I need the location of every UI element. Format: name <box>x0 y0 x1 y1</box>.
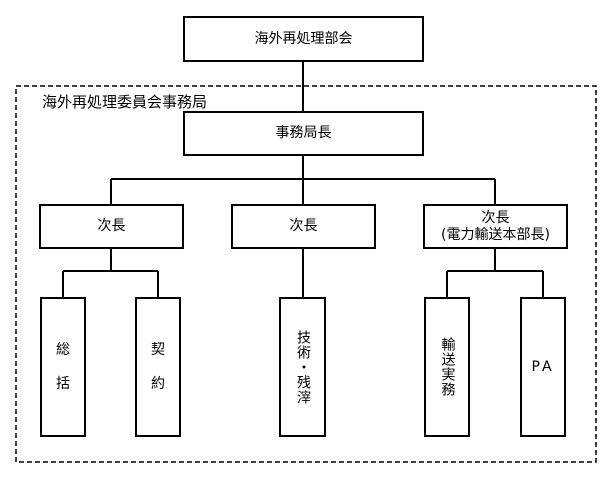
top-committee-label: 海外再処理部会 <box>254 30 353 47</box>
deputy-label-1: 次長 <box>97 218 126 234</box>
deputy-label-3: 次長 <box>481 209 510 226</box>
director-label: 事務局長 <box>275 125 332 141</box>
deputy-box-1: 次長 <box>39 204 184 249</box>
unit-label-technical: 技術・残滓 <box>295 329 311 405</box>
top-committee-box: 海外再処理部会 <box>183 16 424 62</box>
unit-box-pa: PA <box>520 297 566 437</box>
unit-label-transport: 輸送実務 <box>439 337 456 397</box>
secretariat-title: 海外再処理委員会事務局 <box>40 91 210 112</box>
deputy-box-3: 次長 (電力輸送本部長) <box>423 204 568 249</box>
unit-box-general: 総 括 <box>40 297 86 437</box>
director-box: 事務局長 <box>183 111 424 156</box>
unit-box-transport: 輸送実務 <box>424 297 470 437</box>
unit-box-technical: 技術・残滓 <box>279 297 326 437</box>
unit-label-pa: PA <box>531 358 555 375</box>
unit-label-general: 総 括 <box>56 342 70 392</box>
deputy-sublabel-3: (電力輸送本部長) <box>441 226 550 243</box>
deputy-label-2: 次長 <box>289 218 318 234</box>
unit-label-contract: 契 約 <box>151 342 165 392</box>
deputy-box-2: 次長 <box>231 204 376 249</box>
secretariat-boundary <box>15 85 597 463</box>
unit-box-contract: 契 約 <box>135 297 181 437</box>
